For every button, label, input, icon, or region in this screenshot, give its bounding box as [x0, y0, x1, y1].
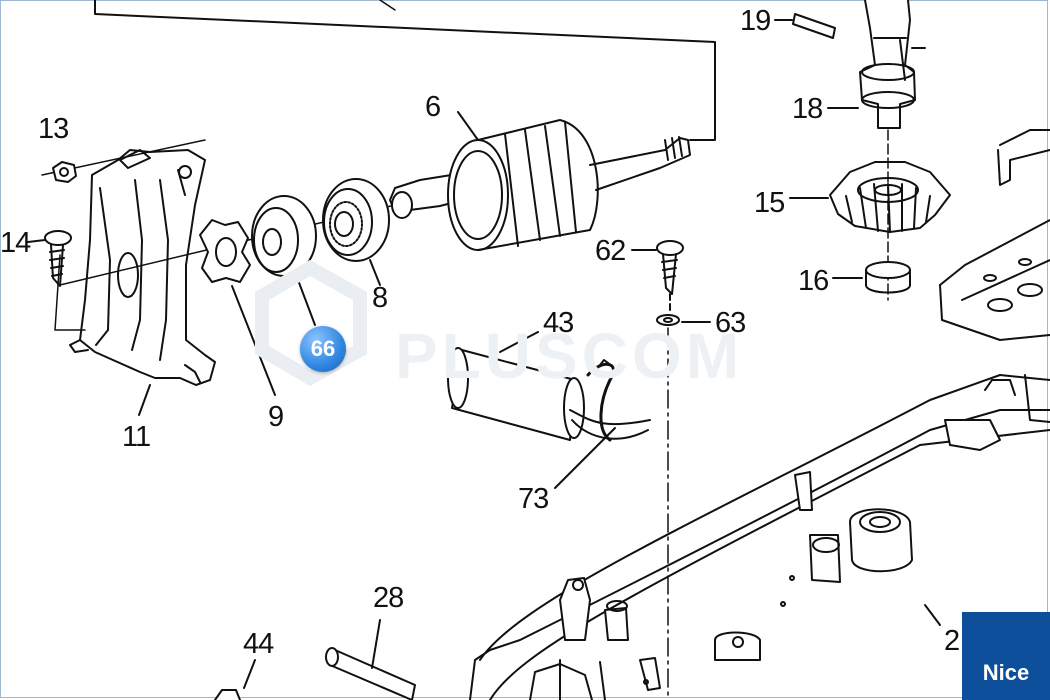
- part-66-ring: [251, 195, 317, 326]
- watermark-text: PLUSCOM: [395, 320, 743, 392]
- part-16-bushing: [832, 261, 911, 294]
- part-44-pin: [214, 659, 256, 700]
- part-6-rotor: [389, 111, 691, 251]
- label-9: 9: [268, 401, 283, 433]
- label-13: 13: [38, 113, 68, 145]
- label-6: 6: [425, 91, 440, 123]
- part-13-nut: [52, 161, 77, 183]
- label-62: 62: [595, 235, 625, 267]
- brand-logo: Nice: [962, 612, 1050, 700]
- label-14: 14: [0, 227, 31, 259]
- part-19-pin: [774, 13, 836, 39]
- right-frame-part: [939, 129, 1050, 341]
- part-9-washer: [199, 219, 276, 396]
- label-15: 15: [754, 187, 784, 219]
- part-2-base-casing: [469, 374, 1050, 700]
- label-44: 44: [243, 628, 274, 660]
- label-43: 43: [543, 307, 573, 339]
- label-28: 28: [373, 582, 403, 614]
- part-66-badge[interactable]: 66: [300, 326, 346, 372]
- assembly-bracket-line: [94, 0, 716, 141]
- label-73: 73: [518, 483, 548, 515]
- label-18: 18: [792, 93, 822, 125]
- part-8-bearing: [322, 178, 390, 286]
- label-19: 19: [740, 5, 770, 37]
- part-62-screw: [631, 240, 684, 313]
- label-63: 63: [715, 307, 745, 339]
- label-16: 16: [798, 265, 828, 297]
- label-2: 2: [944, 625, 959, 657]
- part-73-strap: [554, 359, 616, 489]
- part-18-shaft: [827, 0, 926, 129]
- part-28-pin: [325, 619, 416, 700]
- label-11: 11: [122, 421, 150, 453]
- watermark: PLUSCOM: [255, 259, 743, 392]
- part-11-housing: [69, 149, 216, 386]
- label-8: 8: [372, 282, 387, 314]
- part-14-screw: [27, 230, 72, 287]
- part-43-capacitor: [447, 331, 651, 441]
- part-63-washer: [656, 314, 711, 700]
